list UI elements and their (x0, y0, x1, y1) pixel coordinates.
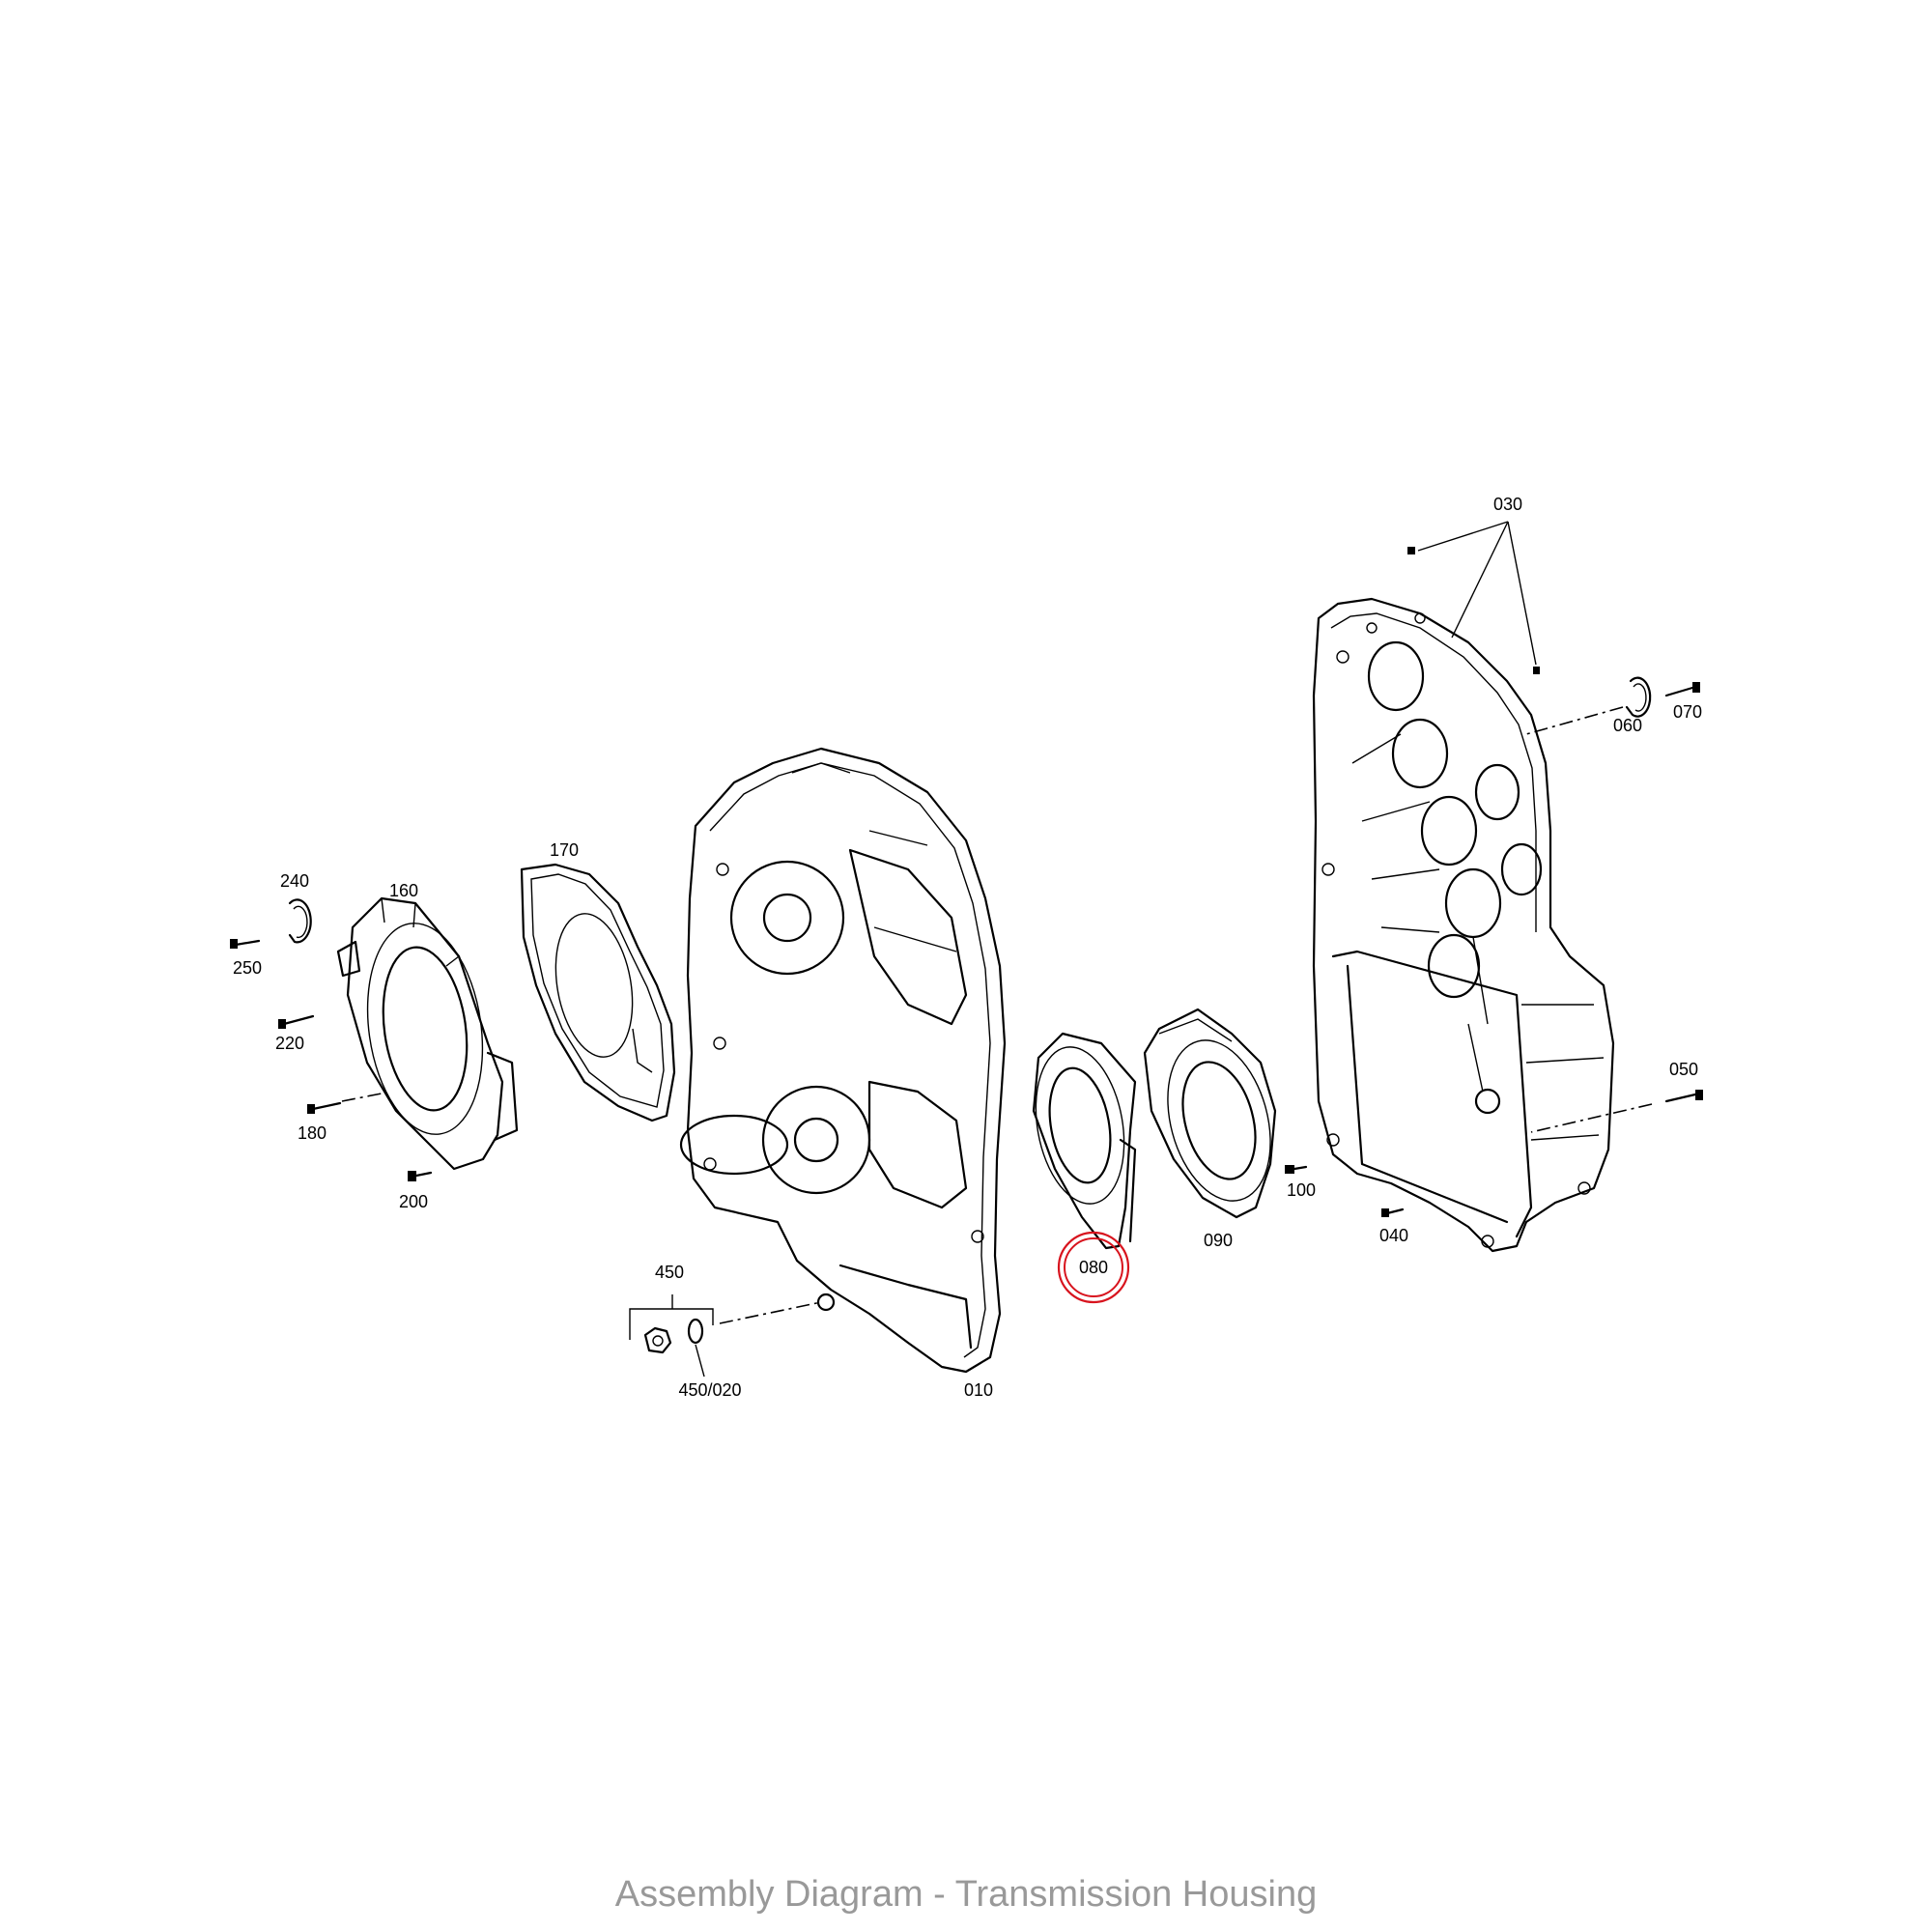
bolt-250[interactable] (230, 939, 261, 949)
baffle-plate-080[interactable] (1024, 1032, 1137, 1250)
label-050: 050 (1669, 1060, 1698, 1079)
label-200: 200 (399, 1192, 428, 1211)
diagram-caption: Assembly Diagram - Transmission Housing (614, 1874, 1318, 1915)
label-450: 450 (655, 1263, 684, 1282)
label-450-020: 450/020 (678, 1380, 741, 1400)
leader-030a (1417, 521, 1509, 552)
highlight-080 (1057, 1231, 1130, 1304)
cover-plate-090[interactable] (1143, 1008, 1287, 1219)
rear-housing[interactable] (1312, 597, 1615, 1253)
label-240: 240 (280, 871, 309, 891)
screw-plug-450[interactable] (643, 1326, 672, 1354)
bolt-180[interactable] (307, 1093, 383, 1114)
plug-040[interactable] (1381, 1208, 1405, 1217)
leader-450-020 (695, 1344, 705, 1378)
label-170: 170 (550, 840, 579, 860)
housing-010[interactable] (679, 747, 1007, 1374)
leader-030b (1451, 521, 1509, 639)
screw-100[interactable] (1285, 1165, 1308, 1174)
label-080: 080 (1079, 1258, 1108, 1277)
label-040: 040 (1379, 1226, 1408, 1245)
axis-line-050 (1530, 1103, 1653, 1133)
label-220: 220 (275, 1034, 304, 1053)
seal-ring-450-020[interactable] (687, 1318, 704, 1345)
label-250: 250 (233, 958, 262, 978)
label-090: 090 (1204, 1231, 1233, 1250)
axis-line-060 (1525, 706, 1624, 735)
bolt-070[interactable] (1664, 682, 1700, 697)
label-100: 100 (1287, 1180, 1316, 1200)
retaining-ring-060[interactable] (1625, 676, 1652, 718)
label-160: 160 (389, 881, 418, 900)
label-010: 010 (964, 1380, 993, 1400)
label-060: 060 (1613, 716, 1642, 735)
cover-160[interactable] (336, 896, 519, 1171)
plug-030a[interactable] (1407, 547, 1415, 554)
label-070: 070 (1673, 702, 1702, 722)
bracket-450 (629, 1308, 714, 1340)
plug-200[interactable] (408, 1171, 433, 1181)
label-030: 030 (1493, 495, 1522, 514)
plug-030b[interactable] (1533, 667, 1540, 674)
bolt-050[interactable] (1664, 1090, 1703, 1103)
bolt-220[interactable] (278, 1014, 315, 1029)
leader-030c (1507, 521, 1537, 666)
axis-line-450 (719, 1301, 822, 1324)
retaining-ring-240[interactable] (288, 898, 312, 944)
gasket-170[interactable] (520, 863, 676, 1122)
label-180: 180 (298, 1123, 327, 1143)
